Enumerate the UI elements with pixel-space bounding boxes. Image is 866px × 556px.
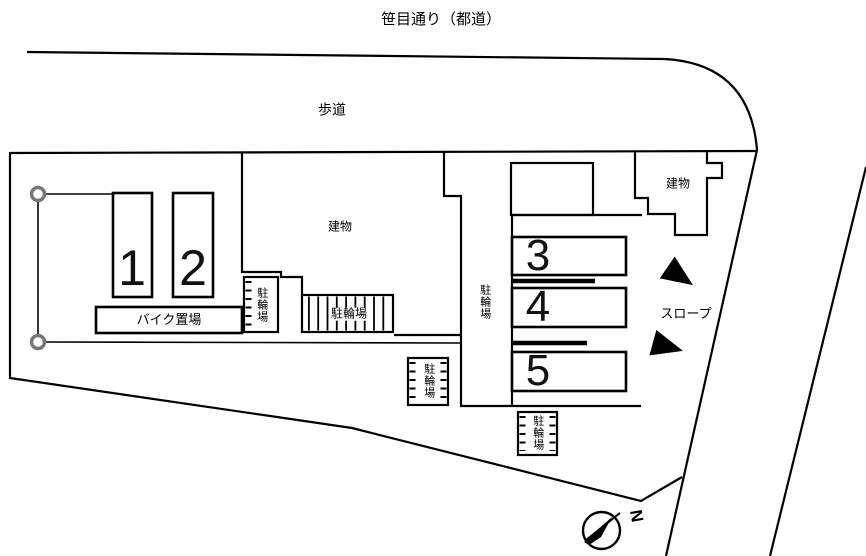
- parking-space-2-rect: [171, 191, 215, 299]
- parking-space-4-rect: [510, 286, 628, 329]
- parking-space-5-rect: [510, 350, 628, 393]
- central-building-label: 建物: [327, 219, 353, 234]
- right-building-outline: [633, 152, 724, 237]
- parking-space-3-rect: [510, 235, 628, 277]
- parking-space-outlines-right: [510, 235, 628, 393]
- pole-markers: [29, 185, 47, 351]
- left-rack-label: 駐輪場: [254, 287, 268, 323]
- site-boundary: [8, 149, 758, 503]
- bike-storage-label: バイク置場: [136, 312, 202, 328]
- bottom-rack-label: 駐輪場: [530, 415, 544, 451]
- parking-space-2-number: 2: [179, 239, 207, 296]
- bike-storage-rect: [94, 305, 244, 335]
- lower-left-rack-label: 駐輪場: [421, 363, 435, 399]
- slope-label: スロープ: [660, 306, 712, 322]
- sidewalk-label: 歩道: [318, 101, 346, 118]
- right-building-label: 建物: [665, 176, 691, 191]
- parking-space-1-number: 1: [118, 239, 146, 296]
- street-edge-line: [26, 50, 759, 556]
- compass: [581, 510, 622, 551]
- bicycle-rack-middle: [300, 293, 395, 334]
- street-name-label: 笹目通り（都道）: [380, 11, 502, 29]
- boundary-marker-lines: [37, 193, 462, 344]
- compass-needle: [584, 517, 612, 545]
- road-lines: [26, 50, 866, 556]
- parking-space-3-number: 3: [525, 230, 551, 280]
- parking-space-1-rect: [111, 191, 154, 299]
- pole-marker-top: [29, 185, 47, 203]
- parking-space-5-number: 5: [525, 345, 551, 395]
- pole-marker-bottom: [29, 333, 47, 351]
- slope-arrow-upper: [659, 256, 693, 286]
- slope-arrows: [649, 256, 693, 356]
- middle-rack-label: 駐輪場: [329, 306, 369, 321]
- parking-space-4-number: 4: [525, 281, 551, 331]
- corridor-bicycle-parking-label: 駐輪場: [478, 284, 491, 320]
- parking-space-outlines-left: [94, 191, 244, 335]
- side-road-edge-line: [768, 166, 866, 556]
- slope-arrow-lower: [649, 329, 683, 356]
